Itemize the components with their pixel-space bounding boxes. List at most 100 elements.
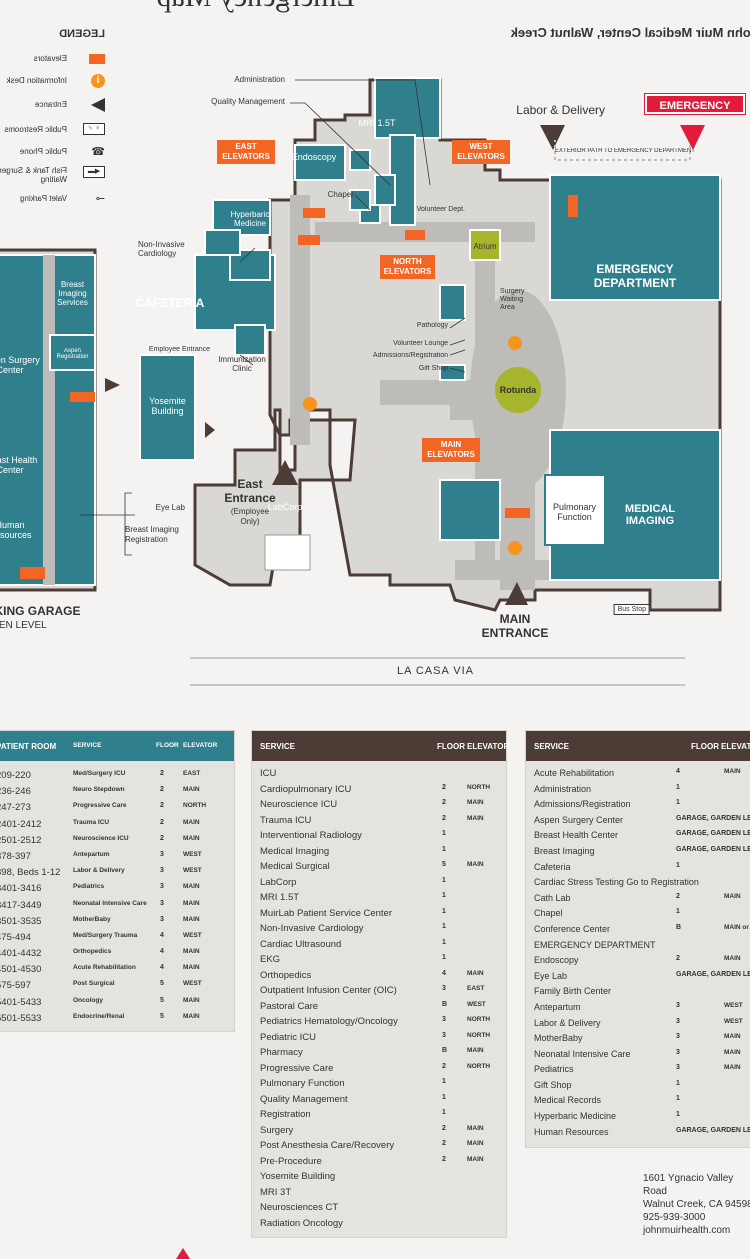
cell-e: MAIN (724, 892, 741, 900)
cell-e: NORTH (467, 1062, 491, 1070)
room-label: Rotunda (499, 385, 537, 395)
street-label: LA CASA VIA (396, 665, 474, 677)
cell-s: Antepartum (73, 850, 110, 858)
cell-f: 1 (676, 861, 680, 869)
cell-f: 2 (160, 818, 164, 826)
cell-f: 4 (160, 931, 164, 939)
cell-s: Cardiac Stress Testing Go to Registratio… (534, 877, 699, 888)
cell-s: Medical Records (534, 1095, 602, 1106)
cell-e: MAIN (183, 964, 200, 972)
tag-label: WEST ELEVATORS (457, 142, 505, 161)
cell-f: 2 (160, 770, 164, 777)
cell-r: 3401-3416 (0, 883, 42, 895)
room-label: Breast Imaging Services (57, 280, 88, 307)
breast-imaging-label: Breast Imaging Services (50, 280, 95, 307)
website-link[interactable]: johnmuirhealth.com (643, 1225, 731, 1236)
cell-f: 4 (442, 969, 446, 977)
cell-s: Interventional Radiology (260, 830, 362, 841)
cell-e: MAIN (183, 786, 200, 794)
cell-f: 1 (676, 908, 680, 916)
cell-f: 3 (442, 985, 446, 992)
gift-shop-callout: Gift Shop (418, 365, 448, 372)
address-line: Walnut Creek, CA 94598 (643, 1199, 750, 1210)
immunization-callout: Immunization Clinic (218, 355, 266, 373)
yosemite-label: Yosemite Building (140, 396, 195, 416)
room-label: Atrium (473, 242, 497, 251)
cell-e: MAIN (467, 969, 484, 977)
cell-e: MAIN (467, 1140, 484, 1147)
room-label: Pulmonary Function (552, 502, 597, 522)
employee-entrance-callout: Employee Entrance (148, 346, 210, 353)
cell-s: Endoscopy (534, 955, 579, 966)
cell-e: MAIN (183, 818, 200, 826)
col-service: SERVICE (534, 742, 569, 751)
cell-e: WEST (183, 931, 202, 939)
room-label: MEDICAL IMAGING (624, 503, 676, 527)
cell-f: 1 (442, 1093, 446, 1101)
table-header: SERVICE FLOOR ELEVATOR (252, 731, 510, 761)
atrium-label: Atrium (467, 242, 503, 251)
cell-s: Registration (260, 1109, 311, 1120)
cell-r: 4501-4530 (0, 964, 42, 976)
cell-s: Med/Surgery ICU (73, 770, 126, 777)
cell-f: 5 (160, 996, 164, 1004)
cell-s: Cafeteria (534, 861, 571, 872)
north-elevators-tag: NORTH ELEVATORS (380, 255, 435, 279)
parking-garage-label: PARKING GARAGEGARDEN LEVEL (0, 604, 100, 631)
breast-health-label: Breast Health Center (0, 455, 40, 475)
cell-e: MAIN (183, 996, 200, 1004)
cell-s: ICU (260, 768, 277, 779)
floor-map (0, 77, 722, 686)
cell-e: MAIN (183, 915, 200, 923)
cell-f: 3 (160, 867, 164, 875)
room-label: Endoscopy (291, 152, 337, 162)
col-elevator: ELEVATOR (467, 742, 510, 751)
cell-f: 4 (676, 768, 680, 775)
cell-r: 247-273 (0, 802, 31, 814)
patient-room-table: PATIENT ROOM SERVICE FLOOR ELEVATOR 209-… (0, 730, 235, 1032)
room-label: Yosemite Building (149, 396, 186, 416)
cell-s: Labor & Delivery (73, 867, 125, 875)
aspen-surgery-label: Aspen Surgery Center (0, 355, 40, 375)
room-label: EMERGENCY DEPARTMENT (593, 262, 677, 290)
cell-e: MAIN (724, 955, 741, 963)
table-row: Family Birth Center (526, 983, 750, 999)
volunteer-callout: Volunteer Dept. (416, 206, 465, 213)
cell-e: MAIN (724, 768, 741, 775)
address-block: 1601 Ygnacio Valley Road Walnut Creek, C… (643, 1172, 750, 1237)
col-service: SERVICE (73, 742, 102, 749)
cell-r: 236-246 (0, 786, 31, 798)
cell-e: WEST (183, 850, 202, 858)
cell-f: 3 (160, 850, 164, 858)
cell-e: MAIN (724, 1033, 741, 1041)
cell-f: 3 (160, 915, 164, 923)
room-label: MRI 1.5T (358, 118, 396, 128)
cell-s: Breast Imaging (534, 845, 595, 856)
cell-f: 2 (442, 799, 446, 806)
cell-s: Neuro Stepdown (73, 786, 125, 794)
cell-s: MRI 3T (260, 1186, 292, 1198)
administration-callout: Administration (234, 75, 285, 84)
east-entrance-label: East Entrance(Employee Only) (210, 477, 290, 529)
cell-s: Neuroscience ICU (260, 799, 338, 810)
